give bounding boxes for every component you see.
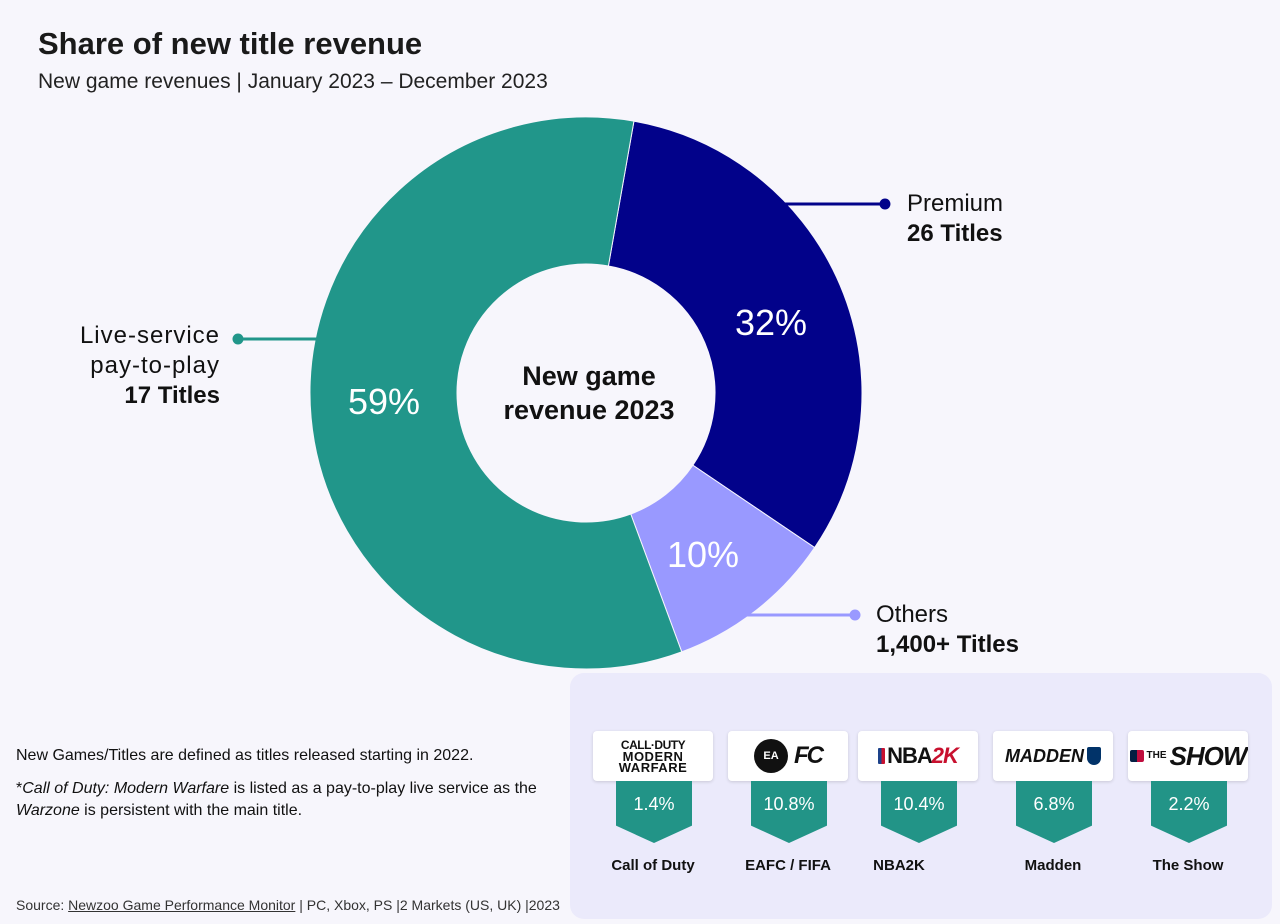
call-of-duty-logo: CALL·DUTY MODERN WARFARE <box>593 731 713 781</box>
fc-logo-mark: FC <box>794 742 824 769</box>
cod-logo-line2: MODERN <box>622 748 684 764</box>
madden-name: Madden <box>1024 857 1082 874</box>
title-card-eafc-fifa: EA FC 10.8% EAFC / FIFA <box>728 731 848 874</box>
call-of-duty-name: Call of Duty <box>611 857 695 874</box>
cod-logo-line1: CALL·DUTY <box>620 737 686 752</box>
2k-logo-text: 2K <box>931 743 959 768</box>
call-of-duty-share: 1.4% <box>633 794 675 814</box>
definition-note: New Games/Titles are defined as titles r… <box>16 747 474 764</box>
the-show-name: The Show <box>1152 857 1224 874</box>
ea-sports-icon: EA <box>754 739 788 773</box>
live-slice <box>309 116 683 670</box>
premium-name: Premium <box>907 190 1004 217</box>
ea-fc-logo: EA FC <box>728 731 848 781</box>
chart-title: Share of new title revenue <box>38 26 423 61</box>
madden-logo: MADDEN <box>993 731 1113 781</box>
others-name: Others <box>876 601 949 628</box>
live-count: 17 Titles <box>124 382 220 409</box>
premium-slice <box>607 120 863 549</box>
madden-logo-text: MADDEN <box>1005 745 1084 766</box>
others-percent-label: 10% <box>666 534 740 575</box>
nba2k-share-arrow: 10.4% <box>881 781 957 843</box>
donut-center-label: New game revenue 2023 <box>479 359 699 427</box>
live-percent-label: 59% <box>347 381 421 422</box>
premium-percent-label: 32% <box>734 302 808 343</box>
eafc-name: EAFC / FIFA <box>745 857 831 874</box>
center-label-line2: revenue 2023 <box>503 395 675 425</box>
title-card-the-show: THE SHOW 2.2% The Show <box>1128 731 1248 874</box>
others-legend-label: Others 1,400+ Titles <box>876 600 1019 660</box>
cod-logo-line3: WARFARE <box>618 759 688 775</box>
premium-legend-label: Premium 26 Titles <box>907 189 1003 249</box>
nba2k-name: NBA2K <box>873 857 925 874</box>
source-line: Source: Newzoo Game Performance Monitor … <box>16 897 560 913</box>
call-of-duty-share-arrow: 1.4% <box>616 781 692 843</box>
madden-share: 6.8% <box>1033 794 1075 814</box>
title-card-call-of-duty: CALL·DUTY MODERN WARFARE 1.4% Call of Du… <box>593 731 713 874</box>
chart-subtitle: New game revenues | January 2023 – Decem… <box>38 70 548 93</box>
nba-logo-text: NBA <box>887 743 933 768</box>
live-leader-dot <box>232 333 244 345</box>
footnote-end-text: is persistent with the main title. <box>79 802 303 819</box>
footnotes: New Games/Titles are defined as titles r… <box>16 745 561 833</box>
donut-slices <box>309 116 863 670</box>
nba-badge-icon <box>878 748 886 764</box>
cod-footnote: *Call of Duty: Modern Warfare is listed … <box>16 778 561 822</box>
source-suffix: | PC, Xbox, PS |2 Markets (US, UK) |2023 <box>295 897 560 913</box>
live-service-legend-label: Live-service pay-to-play 17 Titles <box>80 321 220 411</box>
footnote-warzone: Warzone <box>16 802 80 819</box>
footnote-middle-text: is listed as a pay-to-play live service … <box>229 780 537 797</box>
top-titles-panel: CALL·DUTY MODERN WARFARE 1.4% Call of Du… <box>570 673 1272 919</box>
eafc-share: 10.8% <box>763 794 815 814</box>
center-label-line1: New game <box>522 361 656 391</box>
source-link[interactable]: Newzoo Game Performance Monitor <box>68 897 296 913</box>
show-logo-text: SHOW <box>1169 740 1248 771</box>
others-count: 1,400+ Titles <box>876 631 1019 658</box>
madden-share-arrow: 6.8% <box>1016 781 1092 843</box>
live-name-line1: Live-service <box>79 322 220 349</box>
the-show-share-arrow: 2.2% <box>1151 781 1227 843</box>
the-logo-text: THE <box>1146 750 1167 761</box>
source-prefix: Source: <box>16 897 69 913</box>
premium-count: 26 Titles <box>907 220 1003 247</box>
eafc-share-arrow: 10.8% <box>751 781 827 843</box>
nba2k-share: 10.4% <box>893 794 945 814</box>
mlb-badge-icon <box>1129 750 1144 762</box>
live-name-line2: pay-to-play <box>90 352 220 379</box>
others-leader-dot <box>849 609 861 621</box>
title-card-madden: MADDEN 6.8% Madden <box>993 731 1113 874</box>
the-show-logo: THE SHOW <box>1128 731 1248 781</box>
premium-leader-dot <box>879 198 891 210</box>
footnote-asterisk: * <box>16 780 23 797</box>
the-show-share: 2.2% <box>1168 794 1210 814</box>
nfl-shield-icon <box>1087 747 1101 765</box>
footnote-game-title: Call of Duty: Modern Warfare <box>22 780 230 797</box>
